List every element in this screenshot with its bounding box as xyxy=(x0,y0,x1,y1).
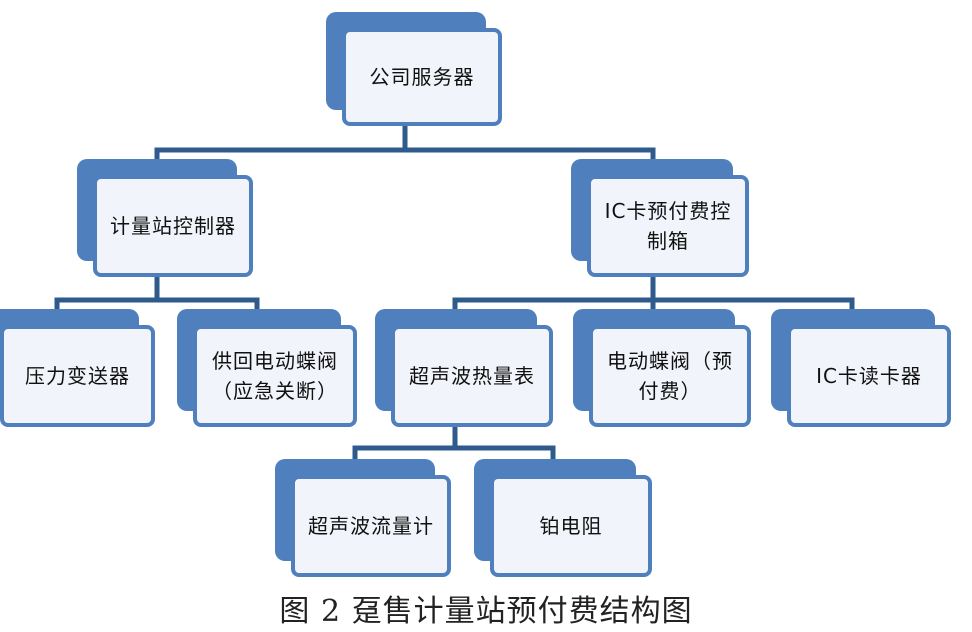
ultrasonic-flow-meter-label: 超声波流量计 xyxy=(308,514,434,538)
server-label: 公司服务器 xyxy=(369,65,475,89)
electric-valve-prepaid-label: 电动蝶阀（预付费） xyxy=(607,349,733,403)
platinum-resistor-label: 铂电阻 xyxy=(539,514,603,538)
ultrasonic-heat-meter-label: 超声波热量表 xyxy=(409,364,535,388)
ic-card-reader-label: IC卡读卡器 xyxy=(816,364,922,388)
figure-caption: 图 2 趸售计量站预付费结构图 xyxy=(279,594,693,629)
meter-controller-label: 计量站控制器 xyxy=(110,214,236,238)
pressure-transmitter-label: 压力变送器 xyxy=(25,364,130,388)
ic-box-label: IC卡预付费控制箱 xyxy=(604,199,732,253)
supply-return-valve-label: 供回电动蝶阀（应急关断） xyxy=(212,349,338,403)
